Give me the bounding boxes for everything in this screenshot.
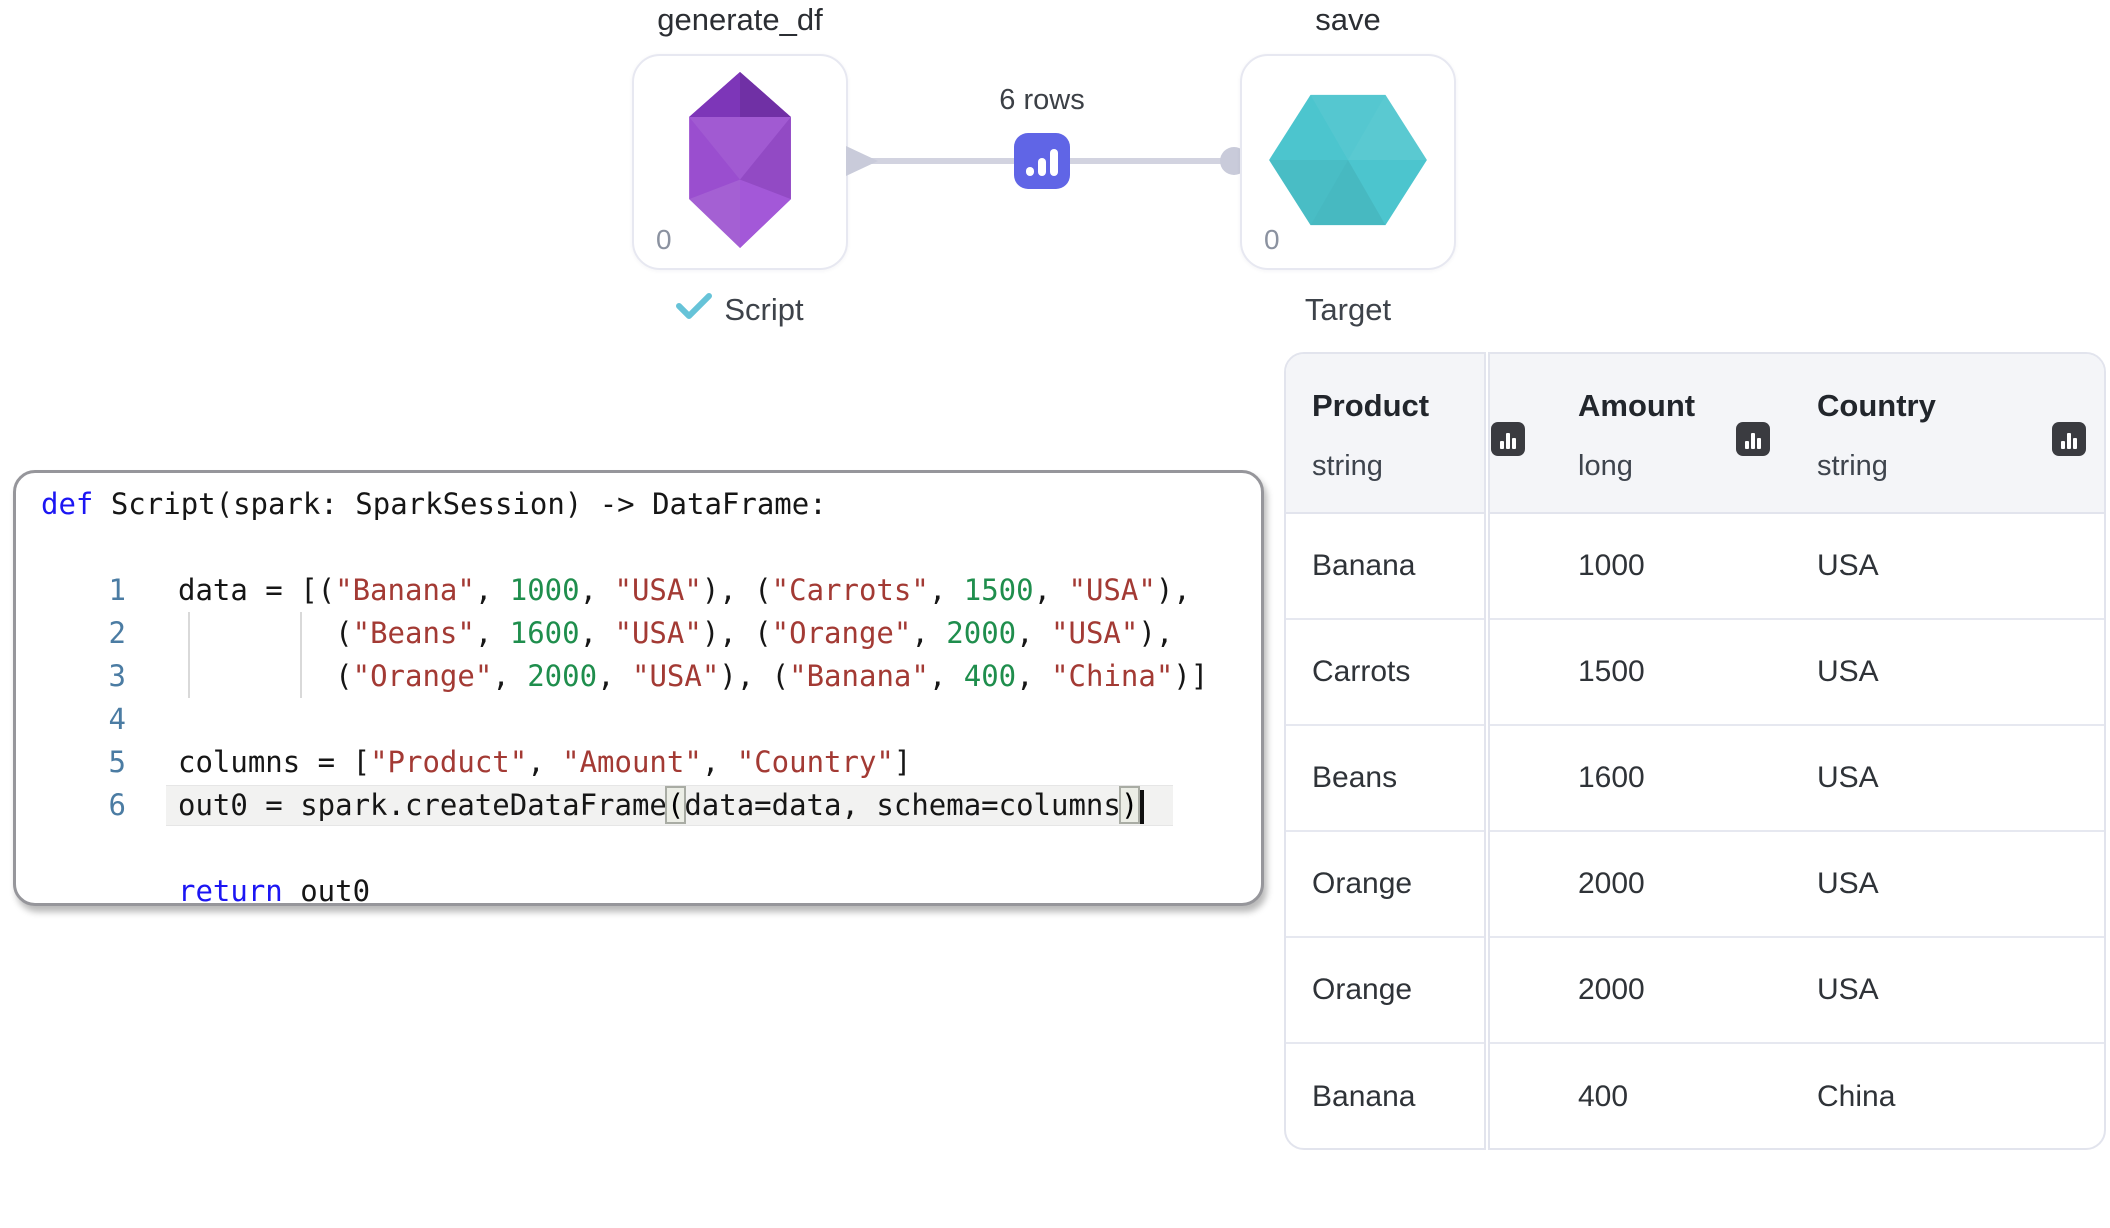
target-node-card[interactable]: 0	[1240, 54, 1456, 270]
histogram-icon[interactable]	[1736, 422, 1770, 456]
code-line[interactable]	[16, 827, 1261, 870]
cell-amount: 1000	[1578, 549, 1645, 582]
edge-data-preview-button[interactable]	[1014, 133, 1070, 189]
column-type: string	[1312, 450, 1383, 482]
table-row: Banana	[1286, 1044, 1484, 1148]
cell-product: Orange	[1312, 867, 1413, 900]
cell-product: Beans	[1312, 761, 1398, 794]
column-type: string	[1817, 450, 1888, 482]
column-name[interactable]: Country	[1817, 388, 1936, 423]
histogram-icon[interactable]	[2052, 422, 2086, 456]
source-status-label: Script	[724, 292, 804, 327]
code-line[interactable]	[16, 526, 1261, 569]
cell-country: USA	[1817, 655, 1879, 688]
table-row: 1600 USA	[1490, 726, 2104, 832]
code-line[interactable]: 4	[16, 698, 1261, 741]
table-row: 2000 USA	[1490, 938, 2104, 1044]
cell-product: Carrots	[1312, 655, 1411, 688]
cell-amount: 1500	[1578, 655, 1645, 688]
table-row: 1500 USA	[1490, 620, 2104, 726]
source-node-title: generate_df	[657, 2, 823, 37]
source-node-count: 0	[656, 224, 672, 255]
line-number: 6	[108, 788, 126, 822]
source-node-status: Script	[632, 292, 848, 328]
cell-amount: 400	[1578, 1080, 1629, 1113]
table-row: Banana	[1286, 514, 1484, 620]
code-line[interactable]: 2 ("Beans", 1600, "USA"), ("Orange", 200…	[16, 612, 1261, 655]
cell-country: USA	[1817, 761, 1879, 794]
code-line[interactable]: 3 ("Orange", 2000, "USA"), ("Banana", 40…	[16, 655, 1261, 698]
column-headers-amount-country[interactable]: Amount long Country string	[1490, 354, 2104, 514]
table-row: 400 China	[1490, 1044, 2104, 1148]
edge-arrowhead-icon	[846, 146, 878, 176]
table-row: 1000 USA	[1490, 514, 2104, 620]
cell-country: USA	[1817, 973, 1879, 1006]
table-row: Carrots	[1286, 620, 1484, 726]
cell-country: China	[1817, 1080, 1896, 1113]
target-status-label: Target	[1304, 292, 1392, 327]
line-number: 5	[108, 745, 126, 779]
cell-country: USA	[1817, 549, 1879, 582]
cell-product: Orange	[1312, 973, 1413, 1006]
column-header-product[interactable]: Product string	[1286, 354, 1484, 514]
column-name[interactable]: Amount	[1578, 388, 1696, 423]
column-name[interactable]: Product	[1312, 388, 1430, 423]
table-row: Beans	[1286, 726, 1484, 832]
cell-amount: 1600	[1578, 761, 1645, 794]
cell-product: Banana	[1312, 1080, 1416, 1113]
cell-product: Banana	[1312, 549, 1416, 582]
table-row: Orange	[1286, 832, 1484, 938]
hexagon-icon	[1265, 87, 1431, 238]
check-icon	[676, 292, 713, 328]
histogram-icon[interactable]	[1491, 422, 1525, 456]
code-line[interactable]: return out0	[178, 874, 371, 906]
gem-icon	[681, 70, 799, 255]
target-node-count: 0	[1264, 224, 1280, 255]
table-row: 2000 USA	[1490, 832, 2104, 938]
code-line[interactable]: def Script(spark: SparkSession) -> DataF…	[41, 487, 827, 521]
line-number: 1	[108, 573, 126, 607]
target-node-status: Target	[1240, 292, 1456, 328]
code-editor[interactable]: def Script(spark: SparkSession) -> DataF…	[13, 470, 1264, 906]
target-node-title: save	[1315, 2, 1381, 37]
column-type: long	[1578, 450, 1633, 482]
line-number: 2	[108, 616, 126, 650]
line-number: 3	[108, 659, 126, 693]
source-node-card[interactable]: 0	[632, 54, 848, 270]
cell-amount: 2000	[1578, 973, 1645, 1006]
line-number: 4	[108, 702, 126, 736]
cell-amount: 2000	[1578, 867, 1645, 900]
bar-chart-icon	[1026, 149, 1058, 176]
cell-country: USA	[1817, 867, 1879, 900]
text-cursor	[1139, 790, 1145, 824]
table-row: Orange	[1286, 938, 1484, 1044]
edge-row-count-label: 6 rows	[999, 84, 1085, 116]
